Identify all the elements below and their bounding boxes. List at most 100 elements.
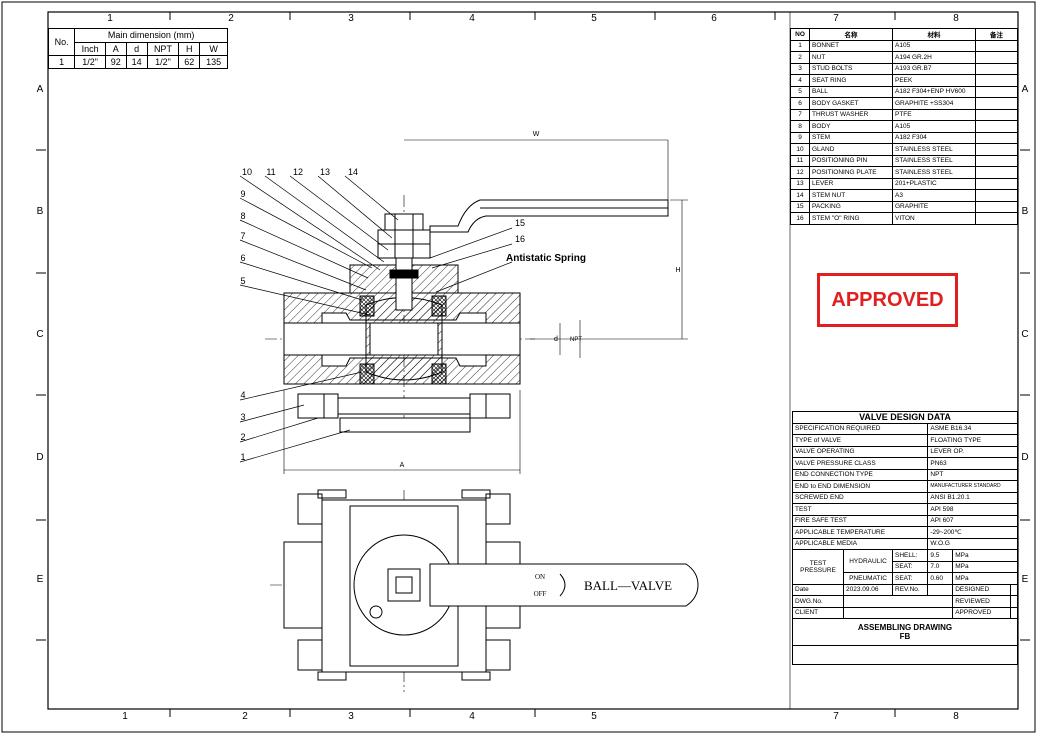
design-value: NPT bbox=[927, 468, 1018, 481]
part-name: STEM NUT bbox=[809, 189, 893, 202]
part-remark bbox=[975, 154, 1018, 167]
part-remark bbox=[975, 108, 1018, 121]
dwg-value bbox=[842, 595, 954, 608]
balloon-12: 12 bbox=[293, 167, 303, 177]
part-material: STAINLESS STEEL bbox=[892, 166, 976, 179]
part-remark bbox=[975, 177, 1018, 190]
part-remark bbox=[975, 120, 1018, 133]
balloon-14: 14 bbox=[348, 167, 358, 177]
dim-col-w: W bbox=[199, 41, 228, 56]
seat-ring-lower-left bbox=[359, 363, 375, 385]
designed-value bbox=[1009, 583, 1019, 596]
part-material: A105 bbox=[892, 39, 976, 52]
balloon-8: 8 bbox=[240, 211, 245, 221]
reviewed-label: REVIEWED bbox=[952, 595, 1011, 608]
part-no: 5 bbox=[790, 85, 810, 98]
part-material: A194 GR.2H bbox=[892, 51, 976, 64]
dim-val-w: 135 bbox=[199, 55, 228, 69]
design-label: SCREWED END bbox=[791, 491, 929, 504]
drawing-subtitle: FB bbox=[899, 632, 911, 641]
hydraulic-label: HYDRAULIC bbox=[843, 549, 893, 573]
part-material: 201+PLASTIC bbox=[892, 177, 976, 190]
balloon-10: 10 bbox=[242, 167, 252, 177]
dwg-label: DWG.No. bbox=[792, 595, 844, 608]
col-label-top-6: 6 bbox=[711, 13, 717, 24]
approved-stamp: APPROVED bbox=[817, 273, 958, 327]
part-material: PTFE bbox=[892, 108, 976, 121]
zone-dividers bbox=[36, 12, 1030, 717]
part-no: 6 bbox=[790, 97, 810, 110]
drawing-title-cell: ASSEMBLING DRAWING FB bbox=[792, 618, 1018, 646]
part-material: A182 F304 bbox=[892, 131, 976, 144]
col-label-top-1: 1 bbox=[107, 13, 113, 24]
col-label-top-8: 8 bbox=[953, 13, 959, 24]
on-label: ON bbox=[535, 573, 545, 581]
dim-val-npt: 1/2" bbox=[146, 55, 180, 69]
date-value: 2023.09.06 bbox=[843, 583, 893, 596]
balloon-11: 11 bbox=[266, 167, 275, 177]
design-value: FLOATING TYPE bbox=[927, 434, 1018, 447]
part-remark bbox=[975, 97, 1018, 110]
design-label: END CONNECTION TYPE bbox=[791, 468, 929, 481]
part-remark bbox=[975, 62, 1018, 75]
approved-label: APPROVED bbox=[952, 606, 1011, 619]
dim-col-npt: NPT bbox=[146, 41, 180, 56]
balloon-13: 13 bbox=[320, 167, 330, 177]
rev-value bbox=[927, 583, 954, 596]
part-name: NUT bbox=[809, 51, 893, 64]
off-label: OFF bbox=[534, 590, 547, 598]
dim-no-header: No. bbox=[47, 28, 76, 56]
dim-h-label: H bbox=[675, 267, 680, 274]
blank-cell bbox=[792, 645, 1018, 665]
part-material: A105 bbox=[892, 120, 976, 133]
part-name: PACKING bbox=[809, 200, 893, 213]
balloon-6: 6 bbox=[240, 253, 245, 263]
part-material: GRAPHITE +SS304 bbox=[892, 97, 976, 110]
col-label-top-2: 2 bbox=[228, 13, 234, 24]
dim-val-d: 14 bbox=[125, 55, 148, 69]
part-no: 16 bbox=[790, 212, 810, 225]
pneumatic-seat-unit: MPa bbox=[952, 572, 1018, 585]
part-no: 7 bbox=[790, 108, 810, 121]
col-label-top-5: 5 bbox=[591, 13, 597, 24]
part-name: BONNET bbox=[809, 39, 893, 52]
design-label: TEST bbox=[791, 503, 929, 516]
designed-label: DESIGNED bbox=[952, 583, 1011, 596]
balloon-15: 15 bbox=[515, 218, 525, 228]
part-name: STEM "O" RING bbox=[809, 212, 893, 225]
design-value: W.O.G bbox=[927, 537, 1018, 550]
part-name: BALL bbox=[809, 85, 893, 98]
pneumatic-seat-value: 0.60 bbox=[927, 572, 954, 585]
part-remark bbox=[975, 212, 1018, 225]
design-data-title: VALVE DESIGN DATA bbox=[792, 411, 1018, 424]
parts-header-name: 名称 bbox=[809, 28, 893, 41]
dim-w-label: W bbox=[533, 131, 540, 138]
part-material: A182 F304+ENP HV600 bbox=[892, 85, 976, 98]
row-label-right-d: D bbox=[1021, 452, 1028, 463]
dim-col-h: H bbox=[178, 41, 201, 56]
part-material: VITON bbox=[892, 212, 976, 225]
col-label-bottom-4: 4 bbox=[469, 711, 475, 722]
col-label-bottom-2: 2 bbox=[242, 711, 248, 722]
design-value: ANSI B1.20.1 bbox=[927, 491, 1018, 504]
part-name: THRUST WASHER bbox=[809, 108, 893, 121]
seat-unit: MPa bbox=[952, 560, 1018, 573]
balloon-3: 3 bbox=[240, 412, 245, 422]
drawing-title: ASSEMBLING DRAWING bbox=[857, 623, 953, 632]
design-value: API 607 bbox=[927, 514, 1018, 527]
dim-npt-label: NPT bbox=[570, 337, 582, 343]
part-name: STUD BOLTS bbox=[809, 62, 893, 75]
dim-d-label: d bbox=[554, 336, 558, 343]
